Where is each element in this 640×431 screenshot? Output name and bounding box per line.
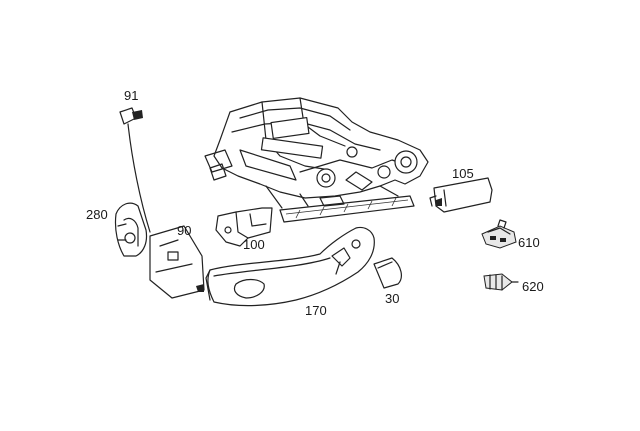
part-91-clip [119,107,151,233]
part-280-bracket [114,202,148,257]
label-part-100: 100 [243,237,265,252]
part-100-trim [215,207,273,247]
part-620-knob [483,273,519,291]
part-170-side-panel [205,226,375,307]
part-610-switch [481,219,517,249]
label-part-280: 280 [86,207,108,222]
label-part-105: 105 [452,166,474,181]
seat-frame-assembly [204,97,429,223]
label-part-170: 170 [305,303,327,318]
label-part-30: 30 [385,291,400,306]
label-part-90: 90 [177,223,192,238]
label-part-91: 91 [124,88,139,103]
label-part-620: 620 [522,279,544,294]
part-30-cap [373,257,402,289]
label-part-610: 610 [518,235,540,250]
part-105-bracket [429,177,493,213]
part-90-cover [149,225,205,299]
